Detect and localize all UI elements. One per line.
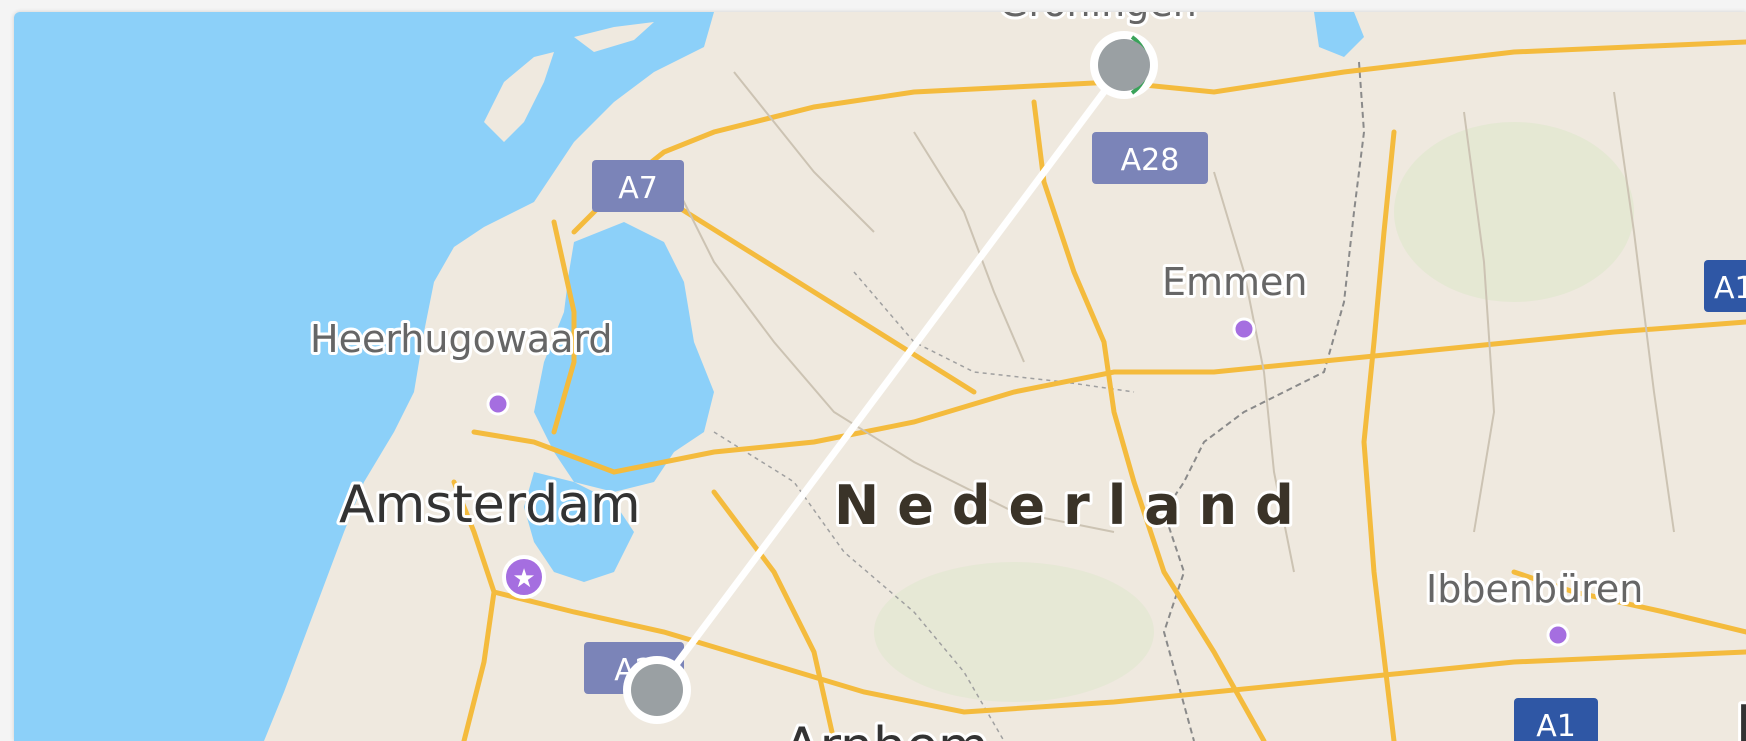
province-border [713,271,1135,741]
amsterdam-capital-icon[interactable]: ★ [502,555,546,599]
lauwersmeer [1314,12,1364,57]
road-shield-a7: A7 [592,160,684,212]
emmen-marker[interactable] [1232,317,1256,341]
svg-text:★: ★ [512,564,535,594]
road-shield-a28: A28 [1092,132,1208,184]
ijsselmeer [534,222,714,492]
forest-area [874,562,1154,702]
road-shield-a1-south: A1 [1514,698,1598,741]
wadden-islands [484,22,654,142]
route-line[interactable] [653,61,1128,694]
partial-label: E [1736,695,1746,741]
arnhem-label: Arnhem [784,717,989,741]
north-sea [14,12,714,741]
amsterdam-label: Amsterdam [339,475,641,535]
map-canvas[interactable]: ★ Groningen Heerhugowaard Amsterdam Emme… [14,12,1746,741]
route-end-marker[interactable] [631,664,683,716]
svg-text:A7: A7 [618,171,658,206]
groningen-label: Groningen [999,12,1197,25]
map-viewport[interactable]: ★ Groningen Heerhugowaard Amsterdam Emme… [14,12,1746,741]
minor-roads [663,71,1675,573]
road-shield-a1-east: A1 [1704,260,1746,312]
heerhugowaard-marker[interactable] [486,392,510,416]
ibbenburen-marker[interactable] [1546,623,1570,647]
country-label: Nederland [834,474,1312,537]
route-start-marker[interactable] [1098,39,1150,91]
road-network [451,39,1746,741]
svg-text:A28: A28 [1121,143,1180,178]
ibbenburen-label: Ibbenbüren [1426,567,1643,611]
heerhugowaard-label: Heerhugowaard [310,317,613,361]
svg-text:A1: A1 [1536,709,1576,741]
svg-text:A1: A1 [1714,271,1746,306]
emmen-label: Emmen [1162,260,1308,304]
forest-area [1394,122,1634,302]
markermeer [524,472,634,582]
